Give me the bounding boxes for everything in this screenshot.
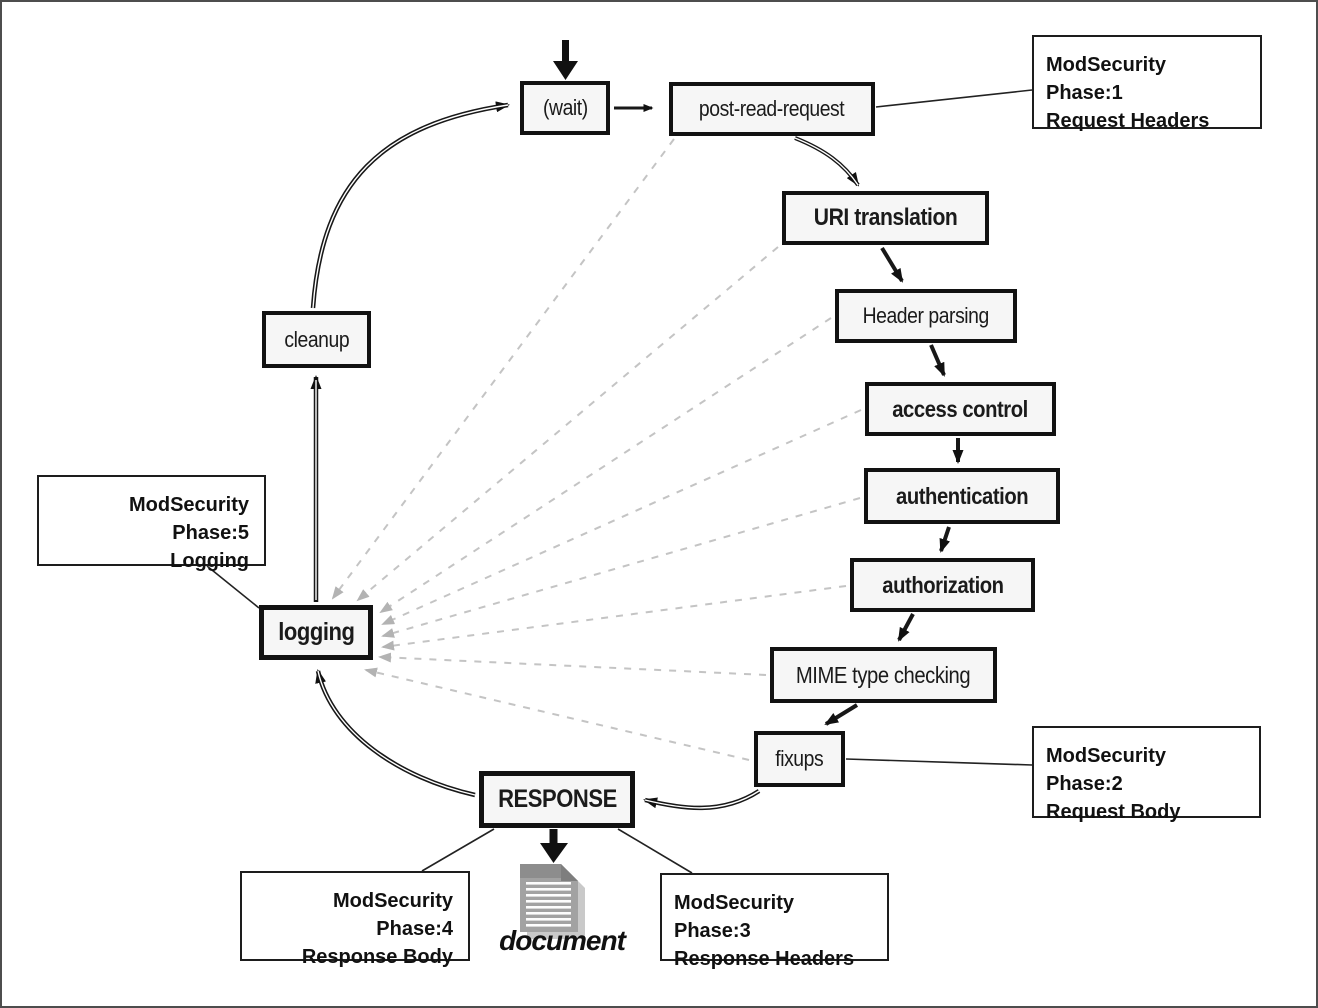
node-authentication-label: authentication — [895, 482, 1029, 509]
document-label: document — [499, 925, 626, 956]
phase2-line1: ModSecurity Phase:2 — [1046, 745, 1167, 795]
node-authentication: authentication — [864, 468, 1060, 524]
arrow-authorization-to-mime — [897, 613, 915, 642]
callout-modsecurity-phase5: ModSecurity Phase:5 Logging — [37, 475, 266, 572]
phase3-line2: Response Headers — [674, 948, 855, 970]
node-authorization: authorization — [850, 558, 1035, 612]
node-authorization-label: authorization — [881, 571, 1004, 598]
dashed-link-authorization-to-logging — [381, 585, 847, 651]
node-fixups: fixups — [754, 731, 845, 787]
dashed-link-post-read-request-to-logging — [331, 138, 675, 600]
node-wait: (wait) — [520, 81, 610, 135]
phase1-line1: ModSecurity Phase:1 — [1046, 54, 1167, 104]
callout-line-phase3 — [617, 828, 693, 874]
arrow-header-parsing-to-access-control — [929, 344, 946, 377]
node-access-control: access control — [865, 382, 1056, 436]
phase5-line1: ModSecurity Phase:5 — [128, 494, 249, 544]
node-uri-translation-label: URI translation — [813, 204, 958, 231]
callout-line-phase2 — [845, 758, 1033, 766]
phase2-line2: Request Body — [1046, 801, 1181, 823]
phase4-line1: ModSecurity Phase:4 — [332, 890, 453, 940]
arrow-post-read-to-uri — [794, 136, 860, 187]
dashed-link-access-control-to-logging — [381, 409, 862, 625]
arrow-uri-to-header-parsing — [880, 246, 904, 283]
callout-modsecurity-phase3: ModSecurity Phase:3 Response Headers — [660, 873, 889, 970]
callout-line-phase1 — [875, 89, 1033, 108]
arrow-cleanup-to-wait — [310, 101, 510, 309]
node-access-control-label: access control — [892, 395, 1029, 422]
callout-line-phase4 — [421, 828, 495, 872]
node-wait-label: (wait) — [542, 95, 588, 120]
callout-line-phase5 — [206, 565, 260, 609]
node-post-read-request-label: post-read-request — [699, 96, 845, 121]
node-mime-type-checking-label: MIME type checking — [796, 661, 971, 688]
phase4-line2: Response Body — [301, 946, 453, 968]
phase3-line1: ModSecurity Phase:3 — [674, 892, 795, 942]
node-response-label: RESPONSE — [497, 785, 617, 813]
entry-arrow-icon — [553, 40, 578, 80]
node-logging: logging — [259, 605, 373, 660]
node-post-read-request: post-read-request — [669, 82, 875, 136]
callout-modsecurity-phase1: ModSecurity Phase:1 Request Headers — [1032, 35, 1262, 132]
node-mime-type-checking: MIME type checking — [770, 647, 997, 703]
arrow-authentication-to-authorization — [939, 526, 951, 553]
phase1-line2: Request Headers — [1046, 110, 1210, 132]
arrow-mime-to-fixups — [824, 703, 859, 726]
callout-modsecurity-phase4: ModSecurity Phase:4 Response Body — [240, 871, 470, 968]
dashed-link-mime-type-checking-to-logging — [378, 652, 767, 676]
dashed-link-uri-translation-to-logging — [356, 246, 779, 602]
node-uri-translation: URI translation — [782, 191, 989, 245]
callout-modsecurity-phase2: ModSecurity Phase:2 Request Body — [1032, 726, 1261, 823]
node-logging-label: logging — [277, 618, 355, 646]
phase5-line2: Logging — [170, 550, 249, 572]
document-icon — [520, 864, 585, 939]
node-header-parsing: Header parsing — [835, 289, 1017, 343]
node-cleanup: cleanup — [262, 311, 371, 368]
dashed-link-fixups-to-logging — [364, 667, 750, 761]
response-to-document-arrow-icon — [540, 829, 568, 863]
dashed-link-header-parsing-to-logging — [379, 317, 832, 614]
node-fixups-label: fixups — [775, 746, 824, 771]
node-cleanup-label: cleanup — [284, 326, 349, 352]
node-response: RESPONSE — [479, 771, 635, 828]
node-header-parsing-label: Header parsing — [862, 303, 990, 328]
